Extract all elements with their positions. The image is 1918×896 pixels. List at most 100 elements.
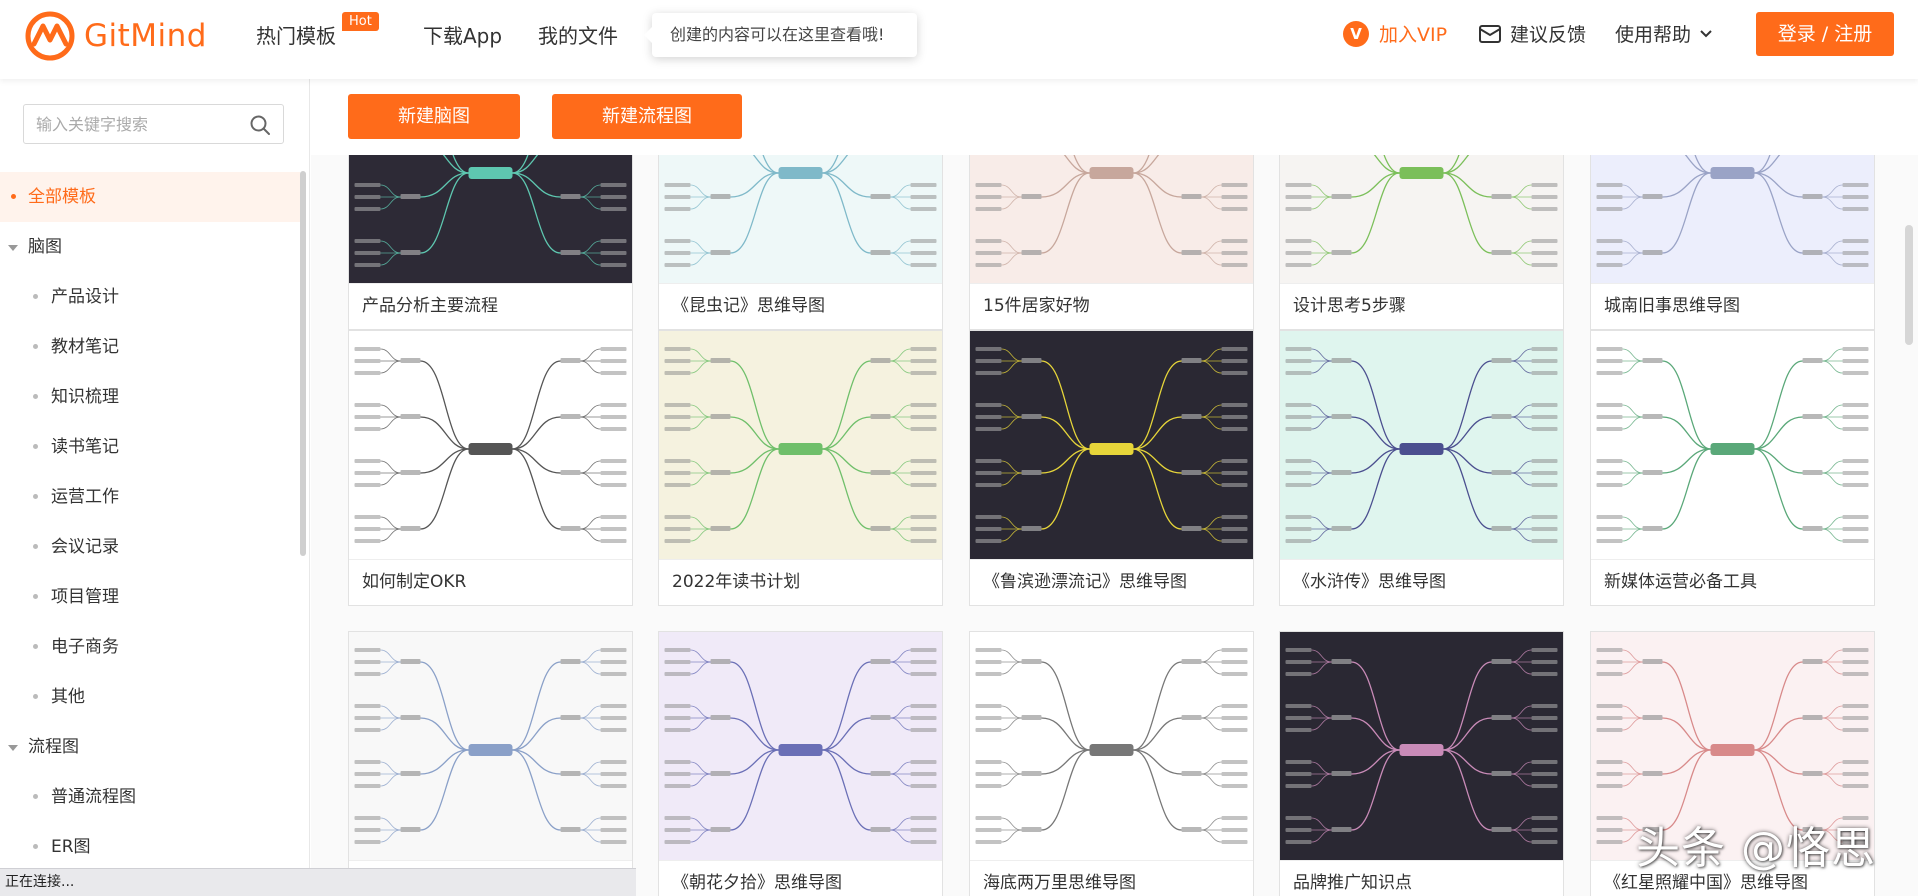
template-card[interactable]: 品牌推广知识点 [1279, 631, 1564, 896]
search-icon[interactable] [249, 114, 271, 136]
hot-badge: Hot [342, 12, 379, 31]
template-title: 2022年读书计划 [659, 559, 942, 605]
template-card[interactable]: 海底两万里思维导图 [969, 631, 1254, 896]
feedback-icon [1479, 24, 1501, 43]
sidebar-item[interactable]: 项目管理 [0, 572, 300, 622]
template-title: 新媒体运营必备工具 [1591, 559, 1874, 605]
join-vip-button[interactable]: V 加入VIP [1343, 20, 1447, 47]
mindmap-preview [1591, 331, 1874, 559]
template-card[interactable]: 如何制定OKR [348, 330, 633, 606]
sidebar-item[interactable]: 运营工作 [0, 472, 300, 522]
sidebar: 全部模板脑图产品设计教材笔记知识梳理读书笔记运营工作会议记录项目管理电子商务其他… [0, 79, 310, 896]
sidebar-scrollbar[interactable] [300, 171, 306, 556]
sidebar-item[interactable]: 教材笔记 [0, 322, 300, 372]
help-menu[interactable]: 使用帮助 [1615, 20, 1713, 47]
bullet-icon [33, 294, 38, 299]
sidebar-item-label: 普通流程图 [51, 787, 136, 807]
caret-down-icon[interactable] [8, 245, 18, 251]
new-flowchart-button[interactable]: 新建流程图 [552, 94, 742, 139]
template-card[interactable]: 《鲁滨逊漂流记》思维导图 [969, 330, 1254, 606]
bullet-icon [33, 794, 38, 799]
template-thumbnail[interactable] [1280, 331, 1563, 559]
browser-status-bar: 正在连接... [0, 868, 636, 896]
nav-download-app[interactable]: 下载App [423, 24, 503, 48]
category-list: 全部模板脑图产品设计教材笔记知识梳理读书笔记运营工作会议记录项目管理电子商务其他… [0, 172, 300, 872]
template-title: 《鲁滨逊漂流记》思维导图 [970, 559, 1253, 605]
template-card[interactable]: 《红星照耀中国》思维导图 [1590, 631, 1875, 896]
template-card[interactable]: 新媒体运营必备工具 [1590, 330, 1875, 606]
template-title: 品牌推广知识点 [1280, 860, 1563, 896]
sidebar-item[interactable]: ER图 [0, 822, 300, 872]
tooltip-my-files: 创建的内容可以在这里查看哦! [644, 13, 917, 57]
sidebar-item-label: 其他 [51, 687, 85, 707]
new-mindmap-button[interactable]: 新建脑图 [348, 94, 520, 139]
sidebar-item[interactable]: 电子商务 [0, 622, 300, 672]
sidebar-item[interactable]: 普通流程图 [0, 772, 300, 822]
bullet-icon [33, 394, 38, 399]
bullet-icon [33, 694, 38, 699]
template-title: 《昆虫记》思维导图 [659, 283, 942, 329]
vip-icon: V [1343, 20, 1369, 47]
sidebar-item[interactable]: 全部模板 [0, 172, 300, 222]
template-thumbnail[interactable] [1591, 632, 1874, 860]
vip-label: 加入VIP [1379, 24, 1448, 46]
sidebar-item-label: 全部模板 [28, 187, 96, 207]
caret-down-icon[interactable] [8, 745, 18, 751]
sidebar-item-label: 会议记录 [51, 537, 119, 557]
template-thumbnail[interactable] [970, 632, 1253, 860]
template-thumbnail[interactable] [659, 632, 942, 860]
template-thumbnail[interactable] [970, 331, 1253, 559]
search-box [23, 104, 284, 144]
sidebar-item[interactable]: 读书笔记 [0, 422, 300, 472]
template-title: 《水浒传》思维导图 [1280, 559, 1563, 605]
template-title: 海底两万里思维导图 [970, 860, 1253, 896]
chevron-down-icon [1700, 29, 1712, 37]
template-title [349, 860, 632, 896]
bullet-icon [33, 644, 38, 649]
gitmind-logo-icon [25, 11, 75, 61]
sidebar-item[interactable]: 脑图 [0, 222, 300, 272]
main-scrollbar[interactable] [1905, 225, 1913, 345]
template-thumbnail[interactable] [349, 632, 632, 860]
login-register-button[interactable]: 登录 / 注册 [1756, 12, 1894, 56]
bullet-icon [33, 444, 38, 449]
template-title: 《朝花夕拾》思维导图 [659, 860, 942, 896]
nav-hot-templates[interactable]: 热门模板 [256, 24, 336, 48]
template-card[interactable]: 2022年读书计划 [658, 330, 943, 606]
sidebar-item-label: 知识梳理 [51, 387, 119, 407]
sidebar-item[interactable]: 知识梳理 [0, 372, 300, 422]
sidebar-item-label: 读书笔记 [51, 437, 119, 457]
nav-my-files[interactable]: 我的文件 [538, 24, 618, 48]
sidebar-item[interactable]: 其他 [0, 672, 300, 722]
template-thumbnail[interactable] [1280, 632, 1563, 860]
bullet-icon [33, 544, 38, 549]
mindmap-preview [659, 632, 942, 860]
template-thumbnail[interactable] [1591, 331, 1874, 559]
main-content: 新建脑图 新建流程图 产品分析主要流程《昆虫记》思维导图 15件居家好物设计思考5… [311, 79, 1918, 896]
watermark: 头条 @恪思 [1636, 823, 1876, 874]
logo[interactable]: GitMind [24, 10, 207, 62]
top-header: GitMind 热门模板 Hot 下载App 我的文件 创建的内容可以在这里查看… [0, 0, 1918, 79]
sidebar-item-label: 教材笔记 [51, 337, 119, 357]
mindmap-preview [349, 331, 632, 559]
mindmap-preview [970, 632, 1253, 860]
sidebar-item-label: 脑图 [28, 237, 62, 257]
mindmap-preview [349, 632, 632, 860]
feedback-button[interactable]: 建议反馈 [1478, 20, 1586, 47]
bullet-icon [33, 594, 38, 599]
template-card[interactable]: 《朝花夕拾》思维导图 [658, 631, 943, 896]
mindmap-preview [659, 331, 942, 559]
template-card[interactable]: 《水浒传》思维导图 [1279, 330, 1564, 606]
template-title: 15件居家好物 [970, 283, 1253, 329]
template-thumbnail[interactable] [659, 331, 942, 559]
search-input[interactable] [24, 105, 234, 143]
template-thumbnail[interactable] [349, 331, 632, 559]
template-title: 设计思考5步骤 [1280, 283, 1563, 329]
sidebar-item[interactable]: 流程图 [0, 722, 300, 772]
sidebar-item[interactable]: 会议记录 [0, 522, 300, 572]
template-card[interactable] [348, 631, 633, 896]
sidebar-item[interactable]: 产品设计 [0, 272, 300, 322]
template-title: 产品分析主要流程 [349, 283, 632, 329]
feedback-label: 建议反馈 [1510, 24, 1587, 46]
sidebar-item-label: 流程图 [28, 737, 79, 757]
